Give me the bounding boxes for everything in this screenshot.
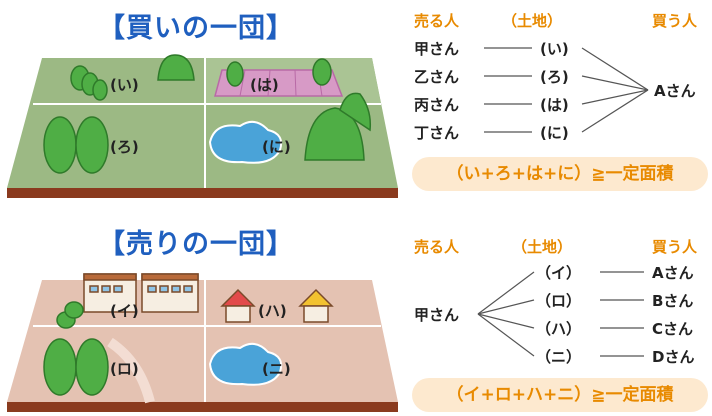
field-rows [239,69,323,97]
land-header: （土地） [512,238,573,256]
seller-name: 甲さん [414,40,460,58]
buyer-header: 買う人 [652,238,698,256]
plot-label: (ニ) [262,360,291,378]
board-edge [7,188,398,198]
buyer-name: Bさん [652,292,694,310]
lot-label: （ハ） [536,320,582,338]
urino-title: 【売りの一団】 [98,229,294,260]
house-icon [220,288,334,323]
connector-line [581,89,649,133]
seller-name: 甲さん [414,306,460,324]
board-edge [7,402,398,412]
lot-label: （ロ） [536,292,582,310]
lot-label: (ろ) [540,68,569,86]
connector-line [581,47,649,91]
pond-icon [208,342,283,386]
connector-line [581,75,649,91]
buyer-name: Aさん [654,82,696,100]
kaino-title: 【買いの一団】 [98,13,294,44]
plot-label: (イ) [110,302,139,320]
pond-icon [208,120,283,164]
connector-line [477,299,535,315]
seller-header: 売る人 [414,238,460,256]
plot-label: (ハ) [258,302,287,320]
lot-label: （ニ） [536,348,582,366]
buyer-name: Cさん [652,320,694,338]
buyer-header: 買う人 [652,12,698,30]
connector-line [477,313,535,329]
plot-label: (い) [110,76,139,94]
urino-illustration: (イ) (ハ) (ロ) (ニ) [7,273,398,412]
lot-label: (に) [540,124,569,142]
kaino-formula: （い+ろ+は+に）≧一定面積 [412,157,708,191]
lot-label: （イ） [536,264,582,282]
buyer-name: Dさん [652,348,695,366]
seller-name: 丁さん [414,124,460,142]
tree-icon [43,301,109,396]
kaino-illustration: (い) (は) (ろ) (に) [7,54,398,198]
plot-label: (ろ) [110,138,139,156]
seller-header: 売る人 [414,12,460,30]
seller-name: 乙さん [414,68,460,86]
connector-line [477,313,535,357]
tree-icon [43,54,372,174]
path-line [107,337,155,404]
building-icon [83,273,199,313]
plot-label: (は) [250,76,279,94]
plot-label: (に) [262,138,291,156]
plot-label: (ロ) [110,360,139,378]
connector-line [581,89,649,105]
urino-formula: （イ+ロ+ハ+ニ）≧一定面積 [412,378,708,412]
land-header: （土地） [502,12,563,30]
lot-label: (い) [540,40,569,58]
buyer-name: Aさん [652,264,694,282]
lot-label: (は) [540,96,569,114]
seller-name: 丙さん [414,96,460,114]
connector-line [477,271,535,315]
